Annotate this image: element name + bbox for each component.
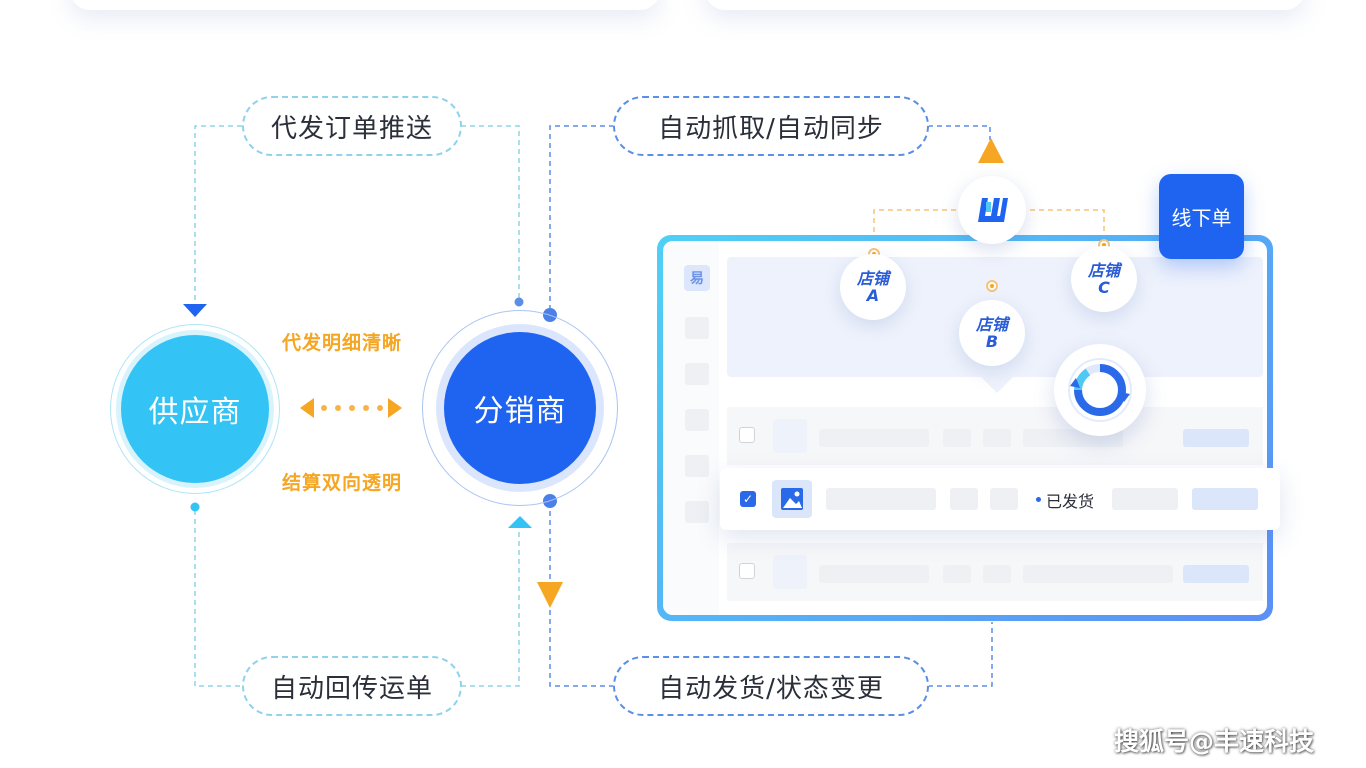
sidebar-logo: 易 <box>684 265 710 291</box>
row-image-icon <box>772 480 812 518</box>
row-cell <box>819 429 929 447</box>
brand-logo-icon <box>978 198 1008 222</box>
row-cell <box>950 488 978 510</box>
label-settlement-transparent: 结算双向透明 <box>282 472 403 494</box>
shop-c-name: 店铺 <box>1087 261 1120 280</box>
offline-order-button[interactable]: 线下单 <box>1159 174 1244 259</box>
supplier-node: 供应商 <box>121 335 269 483</box>
supplier-node-ring: 供应商 <box>110 324 280 494</box>
sync-icon <box>1068 358 1132 422</box>
row-action <box>1183 429 1249 447</box>
shop-c-letter: C <box>1098 278 1110 297</box>
shop-b-name: 店铺 <box>975 315 1008 334</box>
sync-loader <box>1054 344 1146 436</box>
sidebar-item <box>685 455 709 477</box>
sidebar-item <box>685 501 709 523</box>
row-checkbox[interactable] <box>739 563 755 579</box>
row-cell <box>819 565 929 583</box>
row-thumbnail <box>773 419 807 453</box>
row-action <box>1192 488 1258 510</box>
row-cell <box>990 488 1018 510</box>
status-badge: 已发货 <box>1046 492 1095 511</box>
top-card-left <box>70 0 660 10</box>
shop-b-letter: B <box>985 332 999 351</box>
watermark-text: 搜狐号@丰速科技 <box>1114 727 1315 756</box>
row-cell <box>943 565 971 583</box>
row-checkbox-checked[interactable]: ✓ <box>740 491 756 507</box>
supplier-label: 供应商 <box>148 395 242 430</box>
row-cell <box>943 429 971 447</box>
shop-b-connector-dot <box>986 280 998 292</box>
label-auto-fetch-sync: 自动抓取/自动同步 <box>613 96 929 156</box>
distributor-node: 分销商 <box>444 332 596 484</box>
sidebar-item <box>685 317 709 339</box>
row-thumbnail <box>773 555 807 589</box>
row-cell <box>1023 565 1173 583</box>
shop-a-name: 店铺 <box>856 269 889 288</box>
shop-a-letter: A <box>866 286 880 305</box>
store-screen: 易 <box>657 235 1273 621</box>
row-cell <box>983 429 1011 447</box>
label-auto-return-waybill: 自动回传运单 <box>242 656 462 716</box>
row-action <box>1183 565 1249 583</box>
distributor-node-ring: 分销商 <box>422 310 618 506</box>
row-checkbox[interactable] <box>739 427 755 443</box>
row-cell <box>826 488 936 510</box>
store-screen-inner: 易 <box>663 241 1267 615</box>
highlighted-order-row[interactable]: ✓ 已发货 <box>720 468 1280 530</box>
top-card-right <box>705 0 1305 10</box>
row-cell <box>1112 488 1178 510</box>
sidebar-item <box>685 363 709 385</box>
row-cell <box>983 565 1011 583</box>
status-dot <box>1036 497 1041 502</box>
sidebar-item <box>685 409 709 431</box>
label-auto-ship-status: 自动发货/状态变更 <box>613 656 929 716</box>
brand-logo-bubble <box>958 176 1026 244</box>
distributor-label: 分销商 <box>473 394 567 429</box>
label-push-orders: 代发订单推送 <box>242 96 462 156</box>
header-notch <box>981 377 1013 393</box>
label-detail-clear: 代发明细清晰 <box>282 332 403 354</box>
